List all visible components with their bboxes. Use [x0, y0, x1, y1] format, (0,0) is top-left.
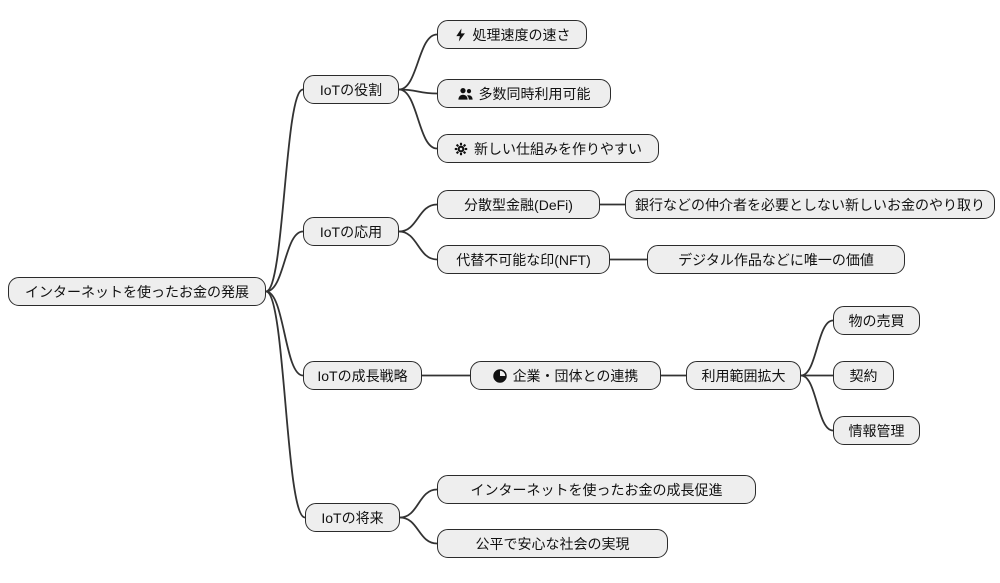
- node-defi[interactable]: 分散型金融(DeFi): [437, 190, 600, 219]
- node-growth-strategy[interactable]: IoTの成長戦略: [303, 361, 422, 390]
- node-growth-promotion[interactable]: インターネットを使ったお金の成長促進: [437, 475, 756, 504]
- connector: [398, 88, 438, 150]
- node-nft-description[interactable]: デジタル作品などに唯一の価値: [647, 245, 905, 274]
- node-label: IoTの役割: [319, 81, 383, 98]
- connector: [265, 88, 304, 293]
- node-label: 新しい仕組みを作りやすい: [474, 140, 642, 157]
- connector: [800, 319, 834, 377]
- node-label: デジタル作品などに唯一の価値: [678, 251, 874, 268]
- connector: [265, 230, 304, 293]
- node-label: 物の売買: [848, 312, 905, 329]
- node-label: IoTの成長戦略: [317, 367, 408, 384]
- node-label: IoTの応用: [319, 223, 383, 240]
- node-usage-expansion[interactable]: 利用範囲拡大: [686, 361, 801, 390]
- node-label: 企業・団体との連携: [512, 367, 639, 384]
- connector: [398, 203, 438, 233]
- node-label: インターネットを使ったお金の成長促進: [470, 481, 723, 498]
- node-goods-trading[interactable]: 物の売買: [833, 306, 920, 335]
- users-icon: [457, 87, 473, 100]
- connector: [265, 290, 304, 377]
- node-label: 多数同時利用可能: [478, 85, 591, 102]
- node-fair-society[interactable]: 公平で安心な社会の実現: [437, 529, 668, 558]
- connector: [265, 290, 306, 519]
- node-root[interactable]: インターネットを使ったお金の発展: [8, 277, 266, 306]
- node-nft[interactable]: 代替不可能な印(NFT): [437, 245, 610, 274]
- connector: [800, 374, 834, 432]
- node-partnerships[interactable]: 企業・団体との連携: [470, 361, 661, 390]
- node-label: 契約: [849, 367, 878, 384]
- node-label: IoTの将来: [321, 509, 384, 526]
- connector: [398, 33, 438, 91]
- node-label: 代替不可能な印(NFT): [456, 251, 591, 268]
- node-iot-future[interactable]: IoTの将来: [305, 503, 400, 532]
- node-label: 情報管理: [848, 422, 905, 439]
- node-iot-application[interactable]: IoTの応用: [303, 217, 399, 246]
- node-label: 公平で安心な社会の実現: [475, 535, 630, 552]
- node-easy-new-systems[interactable]: 新しい仕組みを作りやすい: [437, 134, 659, 163]
- connector: [399, 488, 438, 519]
- node-multi-user[interactable]: 多数同時利用可能: [437, 79, 611, 108]
- node-label: 銀行などの仲介者を必要としない新しいお金のやり取り: [635, 196, 985, 213]
- node-label: 利用範囲拡大: [701, 367, 786, 384]
- node-defi-description[interactable]: 銀行などの仲介者を必要としない新しいお金のやり取り: [625, 190, 995, 219]
- connector: [399, 516, 438, 545]
- node-label: インターネットを使ったお金の発展: [25, 283, 249, 300]
- node-information-management[interactable]: 情報管理: [833, 416, 920, 445]
- connector: [398, 230, 438, 261]
- pie-chart-icon: [492, 368, 507, 383]
- gear-icon: [454, 142, 468, 156]
- node-processing-speed[interactable]: 処理速度の速さ: [437, 20, 587, 49]
- node-iot-role[interactable]: IoTの役割: [303, 75, 399, 104]
- node-contracts[interactable]: 契約: [833, 361, 894, 390]
- node-label: 分散型金融(DeFi): [464, 196, 573, 213]
- bolt-icon: [454, 28, 467, 42]
- node-label: 処理速度の速さ: [472, 26, 571, 43]
